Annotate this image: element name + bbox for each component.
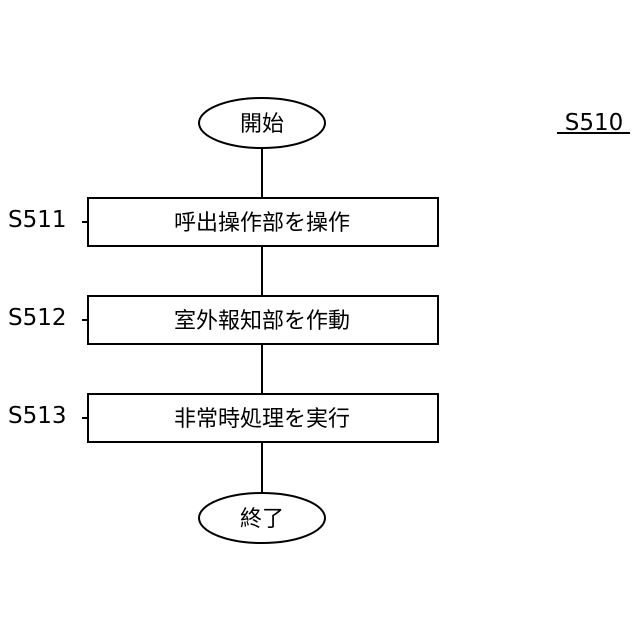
process-step-s512: S512 室外報知部を作動	[8, 296, 438, 344]
step-text-s512: 室外報知部を作動	[174, 309, 350, 334]
step-id-s511: S511	[8, 207, 67, 233]
start-text: 開始	[240, 112, 284, 137]
step-id-s512: S512	[8, 305, 67, 331]
end-terminal: 終了	[199, 493, 325, 543]
process-step-s513: S513 非常時処理を実行	[8, 394, 438, 442]
start-terminal: 開始	[199, 98, 325, 148]
step-text-s513: 非常時処理を実行	[174, 407, 350, 432]
step-id-s513: S513	[8, 403, 67, 429]
end-text: 終了	[240, 507, 284, 532]
step-text-s511: 呼出操作部を操作	[174, 211, 350, 236]
process-step-s511: S511 呼出操作部を操作	[8, 198, 438, 246]
